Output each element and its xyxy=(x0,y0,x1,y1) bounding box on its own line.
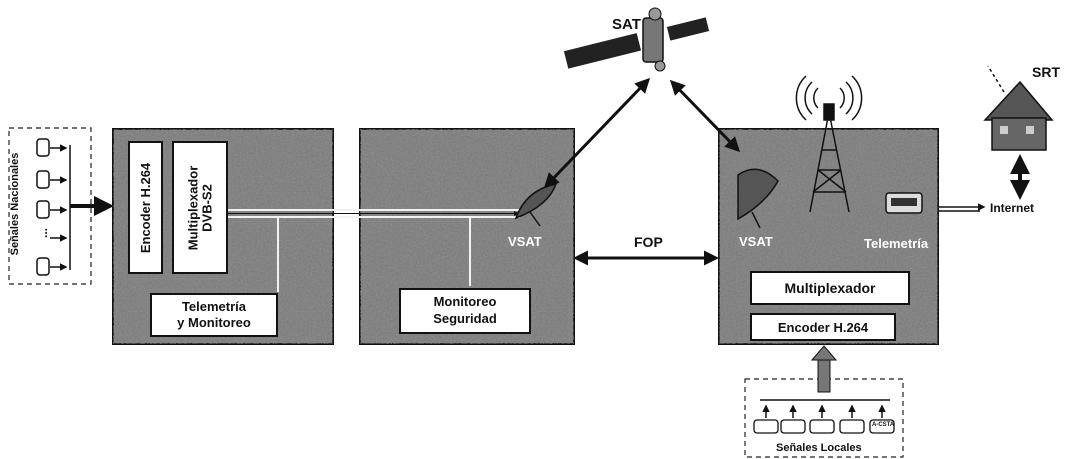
multiplexer-label: Multiplexador xyxy=(186,165,200,250)
signal-source-2 xyxy=(37,171,49,188)
local-signal-arrows xyxy=(760,400,890,418)
national-signal-sources xyxy=(37,139,49,275)
telemetry-device-icon xyxy=(886,193,922,213)
monitor-security-box: Monitoreo Seguridad xyxy=(399,288,531,334)
monitor-label: Monitoreo xyxy=(434,294,497,311)
national-signals-ellipsis: ... xyxy=(36,228,50,238)
local-signals-label: Señales Locales xyxy=(776,442,862,454)
satellite-label: SAT xyxy=(612,16,641,33)
local-source-1 xyxy=(754,420,778,433)
multiplexer-dvb-label: Multiplexador DVB-S2 xyxy=(186,165,213,250)
local-source-3 xyxy=(810,420,834,433)
local-encoder-box: Encoder H.264 xyxy=(750,313,896,341)
telemetry-label: Telemetría xyxy=(182,299,246,315)
signal-source-3 xyxy=(37,201,49,218)
fop-label: FOP xyxy=(634,234,663,250)
local-telemetry-label: Telemetría xyxy=(864,236,928,251)
srt-label: SRT xyxy=(1032,64,1060,80)
internet-label: Internet xyxy=(990,201,1034,215)
local-multiplexer-box: Multiplexador xyxy=(750,271,910,305)
local-source-2 xyxy=(781,420,805,433)
national-signals-label: Señales Nacionales xyxy=(9,149,21,259)
national-signal-arrows xyxy=(50,145,110,270)
local-uplink-arrow xyxy=(812,346,836,392)
signal-source-4 xyxy=(37,258,49,275)
encoder-box: Encoder H.264 xyxy=(128,141,163,274)
local-vsat-label: VSAT xyxy=(739,234,773,249)
local-multiplexer-label: Multiplexador xyxy=(784,280,875,296)
local-encoder-label: Encoder H.264 xyxy=(778,320,868,335)
signal-source-1 xyxy=(37,139,49,156)
telemetry-monitoring-box: Telemetría y Monitoreo xyxy=(150,293,278,337)
local-source-5-label: A-CSTA xyxy=(872,422,894,428)
multiplexer-dvb-box: Multiplexador DVB-S2 xyxy=(172,141,228,274)
dvb-s2-label: DVB-S2 xyxy=(200,165,214,250)
security-label: Seguridad xyxy=(433,311,497,328)
monitoring-label: y Monitoreo xyxy=(177,315,251,331)
encoder-label: Encoder H.264 xyxy=(139,162,153,252)
local-source-4 xyxy=(840,420,864,433)
middle-vsat-label: VSAT xyxy=(508,234,542,249)
internet-arrow xyxy=(938,207,984,211)
